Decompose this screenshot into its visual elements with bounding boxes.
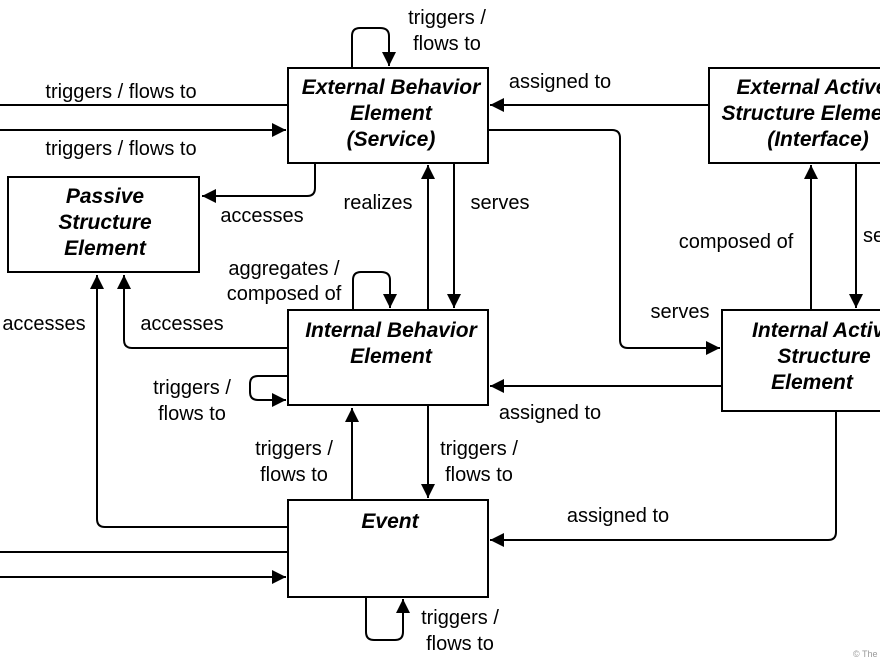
edge-ibe-triggers-self-loop (249, 375, 288, 407)
edge-iase-assigned-to-event (490, 412, 837, 547)
node-internal-behavior-element[interactable]: Internal Behavior Element (287, 309, 489, 406)
node-ebe-line2: Element (350, 102, 433, 125)
edge-ibe-accesses-passive (117, 275, 288, 349)
label-event-assigned: assigned to (567, 505, 669, 527)
edge-ebe-serves-iase (488, 129, 720, 355)
node-passive-line2: Structure (58, 211, 152, 234)
node-eae-line1: External Active (737, 76, 880, 99)
node-ibe-line1: Internal Behavior (305, 319, 478, 342)
label-serves-ebe-ibe: serves (471, 192, 530, 214)
node-eae-line3: (Interface) (767, 128, 869, 151)
edge-ebe-accesses-passive (202, 163, 316, 203)
label-left-top: triggers / flows to (45, 81, 196, 103)
label-left-bottom: triggers / flows to (45, 138, 196, 160)
label-ebe-self-1: triggers / (408, 7, 486, 29)
node-internal-active-structure-element[interactable]: Internal Active Structure Element (721, 309, 880, 412)
label-event-self-2: flows to (426, 633, 494, 655)
copyright-text: © The (853, 649, 877, 659)
label-ibe-self-1: triggers / (153, 377, 231, 399)
node-ebe-line1: External Behavior (302, 76, 482, 99)
node-passive-line3: Element (64, 237, 147, 260)
label-accesses-ibe: accesses (140, 313, 223, 335)
label-serves-right: se (863, 225, 880, 247)
edge-event-self-loop (365, 597, 410, 641)
label-serves-to-iase: serves (651, 301, 710, 323)
node-iase-line3: Element (771, 371, 854, 394)
node-event[interactable]: Event (287, 499, 489, 598)
label-aggregates-1: aggregates / (228, 258, 340, 280)
label-iase-assigned: assigned to (499, 402, 601, 424)
label-ibe-to-event-2: flows to (445, 464, 513, 486)
label-ibe-to-event-1: triggers / (440, 438, 518, 460)
label-eae-assigned: assigned to (509, 71, 611, 93)
label-event-to-ibe-2: flows to (260, 464, 328, 486)
edge-event-accesses-passive (90, 275, 288, 528)
node-passive-line1: Passive (66, 185, 145, 208)
node-external-behavior-element[interactable]: External Behavior Element (Service) (287, 67, 489, 164)
label-event-to-ibe-1: triggers / (255, 438, 333, 460)
edge-ibe-aggregates-self-loop (352, 271, 397, 310)
node-eae-line2: Structure Element (722, 102, 880, 125)
node-ebe-line3: (Service) (347, 128, 436, 151)
node-passive-structure-element[interactable]: Passive Structure Element (7, 176, 200, 273)
node-iase-line1: Internal Active (752, 319, 880, 342)
label-accesses-left: accesses (2, 313, 85, 335)
edge-ebe-self-loop (351, 27, 396, 68)
label-event-self-1: triggers / (421, 607, 499, 629)
label-composed-of: composed of (679, 231, 794, 253)
node-event-label: Event (361, 510, 419, 533)
label-aggregates-2: composed of (227, 283, 342, 305)
node-ibe-line2: Element (350, 345, 433, 368)
label-ibe-self-2: flows to (158, 403, 226, 425)
node-iase-line2: Structure (777, 345, 871, 368)
label-ebe-accesses: accesses (220, 205, 303, 227)
label-realizes: realizes (344, 192, 413, 214)
label-ebe-self-2: flows to (413, 33, 481, 55)
node-external-active-structure-element[interactable]: External Active Structure Element (Inter… (708, 67, 880, 164)
